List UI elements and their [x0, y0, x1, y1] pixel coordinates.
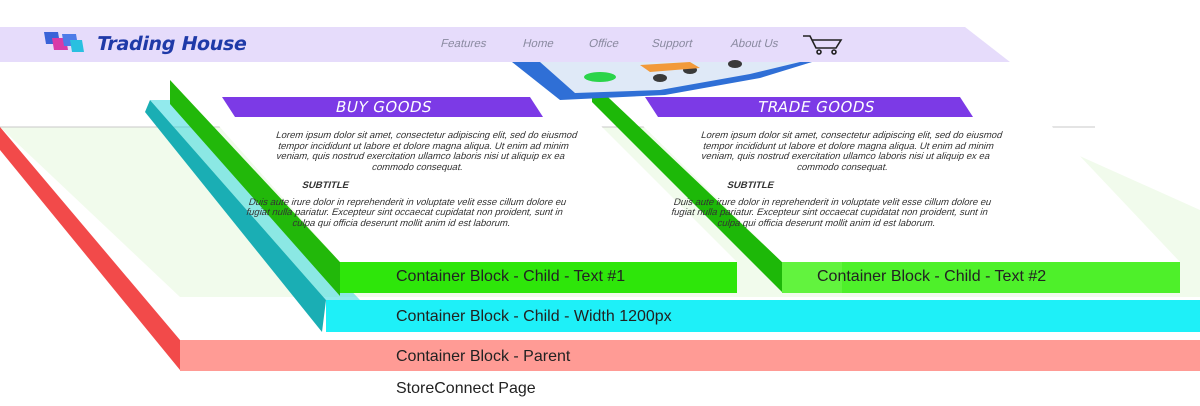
- card-1-body: Lorem ipsum dolor sit amet, consectetur …: [240, 130, 588, 229]
- label-child-width: Container Block - Child - Width 1200px: [396, 308, 672, 325]
- green-block-1-side: [170, 80, 340, 296]
- brand-name[interactable]: Trading House: [94, 33, 250, 55]
- cyan-block-side: [145, 100, 326, 332]
- card-1-paragraph-2: Duis aute irure dolor in reprehenderit i…: [244, 196, 568, 229]
- green-block-2-top: [782, 262, 1180, 293]
- card-1-face: [178, 80, 737, 262]
- nav-support[interactable]: Support: [650, 38, 694, 50]
- card-2-face: [598, 82, 1180, 262]
- green-block-2-side: [592, 82, 782, 292]
- logo-icon: [44, 32, 84, 52]
- nav-about-us[interactable]: About Us: [729, 38, 780, 50]
- nav-home[interactable]: Home: [521, 38, 556, 50]
- nav-office[interactable]: Office: [587, 38, 621, 50]
- nav-features[interactable]: Features: [439, 38, 488, 50]
- parent-block-side: [0, 127, 180, 370]
- label-child-text-2: Container Block - Child - Text #2: [817, 268, 1047, 285]
- card-2-subtitle: SUBTITLE: [725, 180, 776, 191]
- cyan-block-top: [326, 300, 1200, 332]
- card-1-title-bar: [222, 97, 543, 117]
- card-2-title: TRADE GOODS: [756, 98, 877, 116]
- label-parent: Container Block - Parent: [396, 348, 571, 365]
- card-2-title-bar: [645, 97, 973, 117]
- card-1-paragraph-1: Lorem ipsum dolor sit amet, consectetur …: [274, 130, 579, 173]
- cart-icon: [803, 35, 843, 55]
- card-2-body: Lorem ipsum dolor sit amet, consectetur …: [665, 130, 1013, 229]
- label-page: StoreConnect Page: [396, 380, 536, 397]
- card-1-title: BUY GOODS: [334, 98, 434, 116]
- card-1-subtitle: SUBTITLE: [300, 180, 351, 191]
- card-2-paragraph-2: Duis aute irure dolor in reprehenderit i…: [669, 196, 993, 229]
- green-block-2-highlight: [782, 262, 842, 293]
- card-2-paragraph-1: Lorem ipsum dolor sit amet, consectetur …: [699, 130, 1004, 173]
- parent-block-top: [180, 340, 1200, 371]
- hero-image-fragment: [512, 60, 812, 100]
- navbar-band: [0, 27, 1010, 62]
- label-child-text-1: Container Block - Child - Text #1: [396, 268, 626, 285]
- green-block-1-top: [340, 262, 737, 293]
